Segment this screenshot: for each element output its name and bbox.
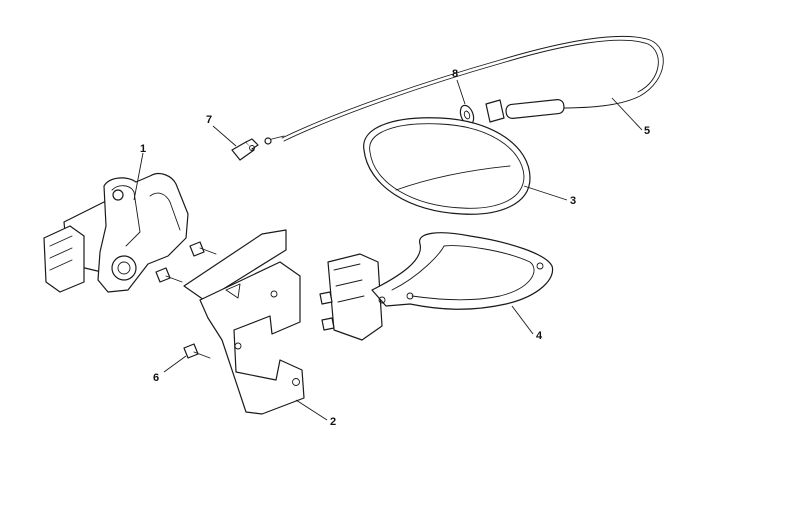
fastener-bolt-2	[155, 267, 183, 283]
leader-line-4	[511, 305, 534, 335]
leader-line-2	[295, 399, 328, 421]
leader-line-7	[212, 125, 237, 147]
fastener-bolt-3	[183, 343, 211, 359]
leader-line-8	[456, 79, 466, 105]
leader-line-6	[163, 355, 187, 373]
callout-4: 4	[536, 330, 543, 342]
callout-2: 2	[330, 416, 336, 428]
callout-8: 8	[452, 68, 458, 80]
leader-line-3	[523, 185, 568, 201]
actuator-part	[43, 172, 189, 293]
filler-door-part	[363, 117, 531, 215]
hinge-assembly-part	[319, 232, 554, 341]
callout-6: 6	[153, 372, 159, 384]
leader-line-5	[611, 97, 643, 131]
callout-7: 7	[206, 114, 212, 126]
callout-1: 1	[140, 143, 146, 155]
release-cable-part	[264, 35, 664, 145]
mounting-bracket-part	[183, 229, 305, 415]
callout-3: 3	[570, 195, 576, 207]
cable-end-part	[231, 138, 259, 161]
callout-5: 5	[644, 125, 650, 137]
leader-line-1	[133, 152, 144, 201]
fastener-bolt-1	[189, 241, 217, 257]
